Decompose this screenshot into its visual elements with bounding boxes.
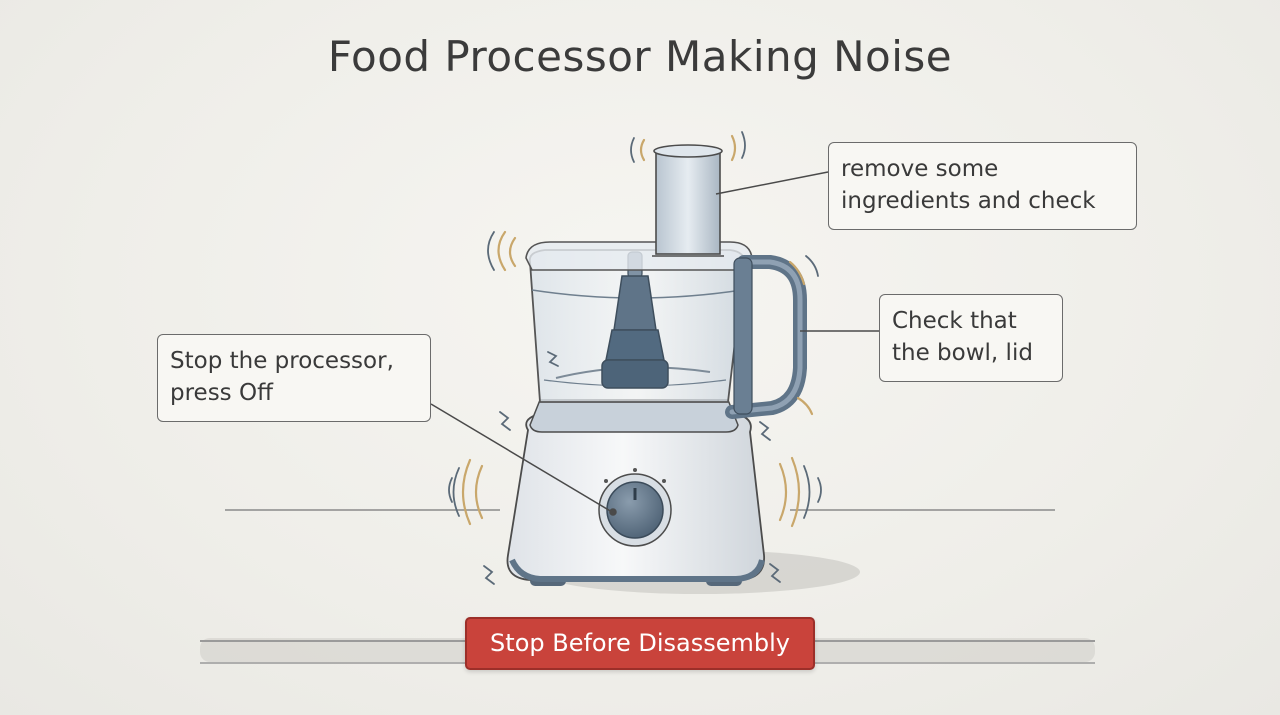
callout-remove-ingredients: remove some ingredients and check	[828, 142, 1137, 230]
stop-before-disassembly-banner: Stop Before Disassembly	[465, 617, 815, 670]
callout-stop-line-2: press Off	[170, 380, 273, 406]
callout-remove-line-1: remove some	[841, 156, 999, 182]
vibration-lines-icon	[448, 131, 822, 585]
food-processor-illustration	[506, 144, 807, 586]
callout-check-line-1: Check that	[892, 308, 1017, 334]
callout-stop-processor: Stop the processor, press Off	[157, 334, 431, 422]
callout-check-bowl-lid: Check that the bowl, lid	[879, 294, 1063, 382]
callout-remove-line-2: ingredients and check	[841, 188, 1096, 214]
leader-lines	[430, 171, 879, 516]
page-title: Food Processor Making Noise	[327, 32, 953, 81]
callout-stop-line-1: Stop the processor,	[170, 348, 394, 374]
callout-check-line-2: the bowl, lid	[892, 340, 1033, 366]
